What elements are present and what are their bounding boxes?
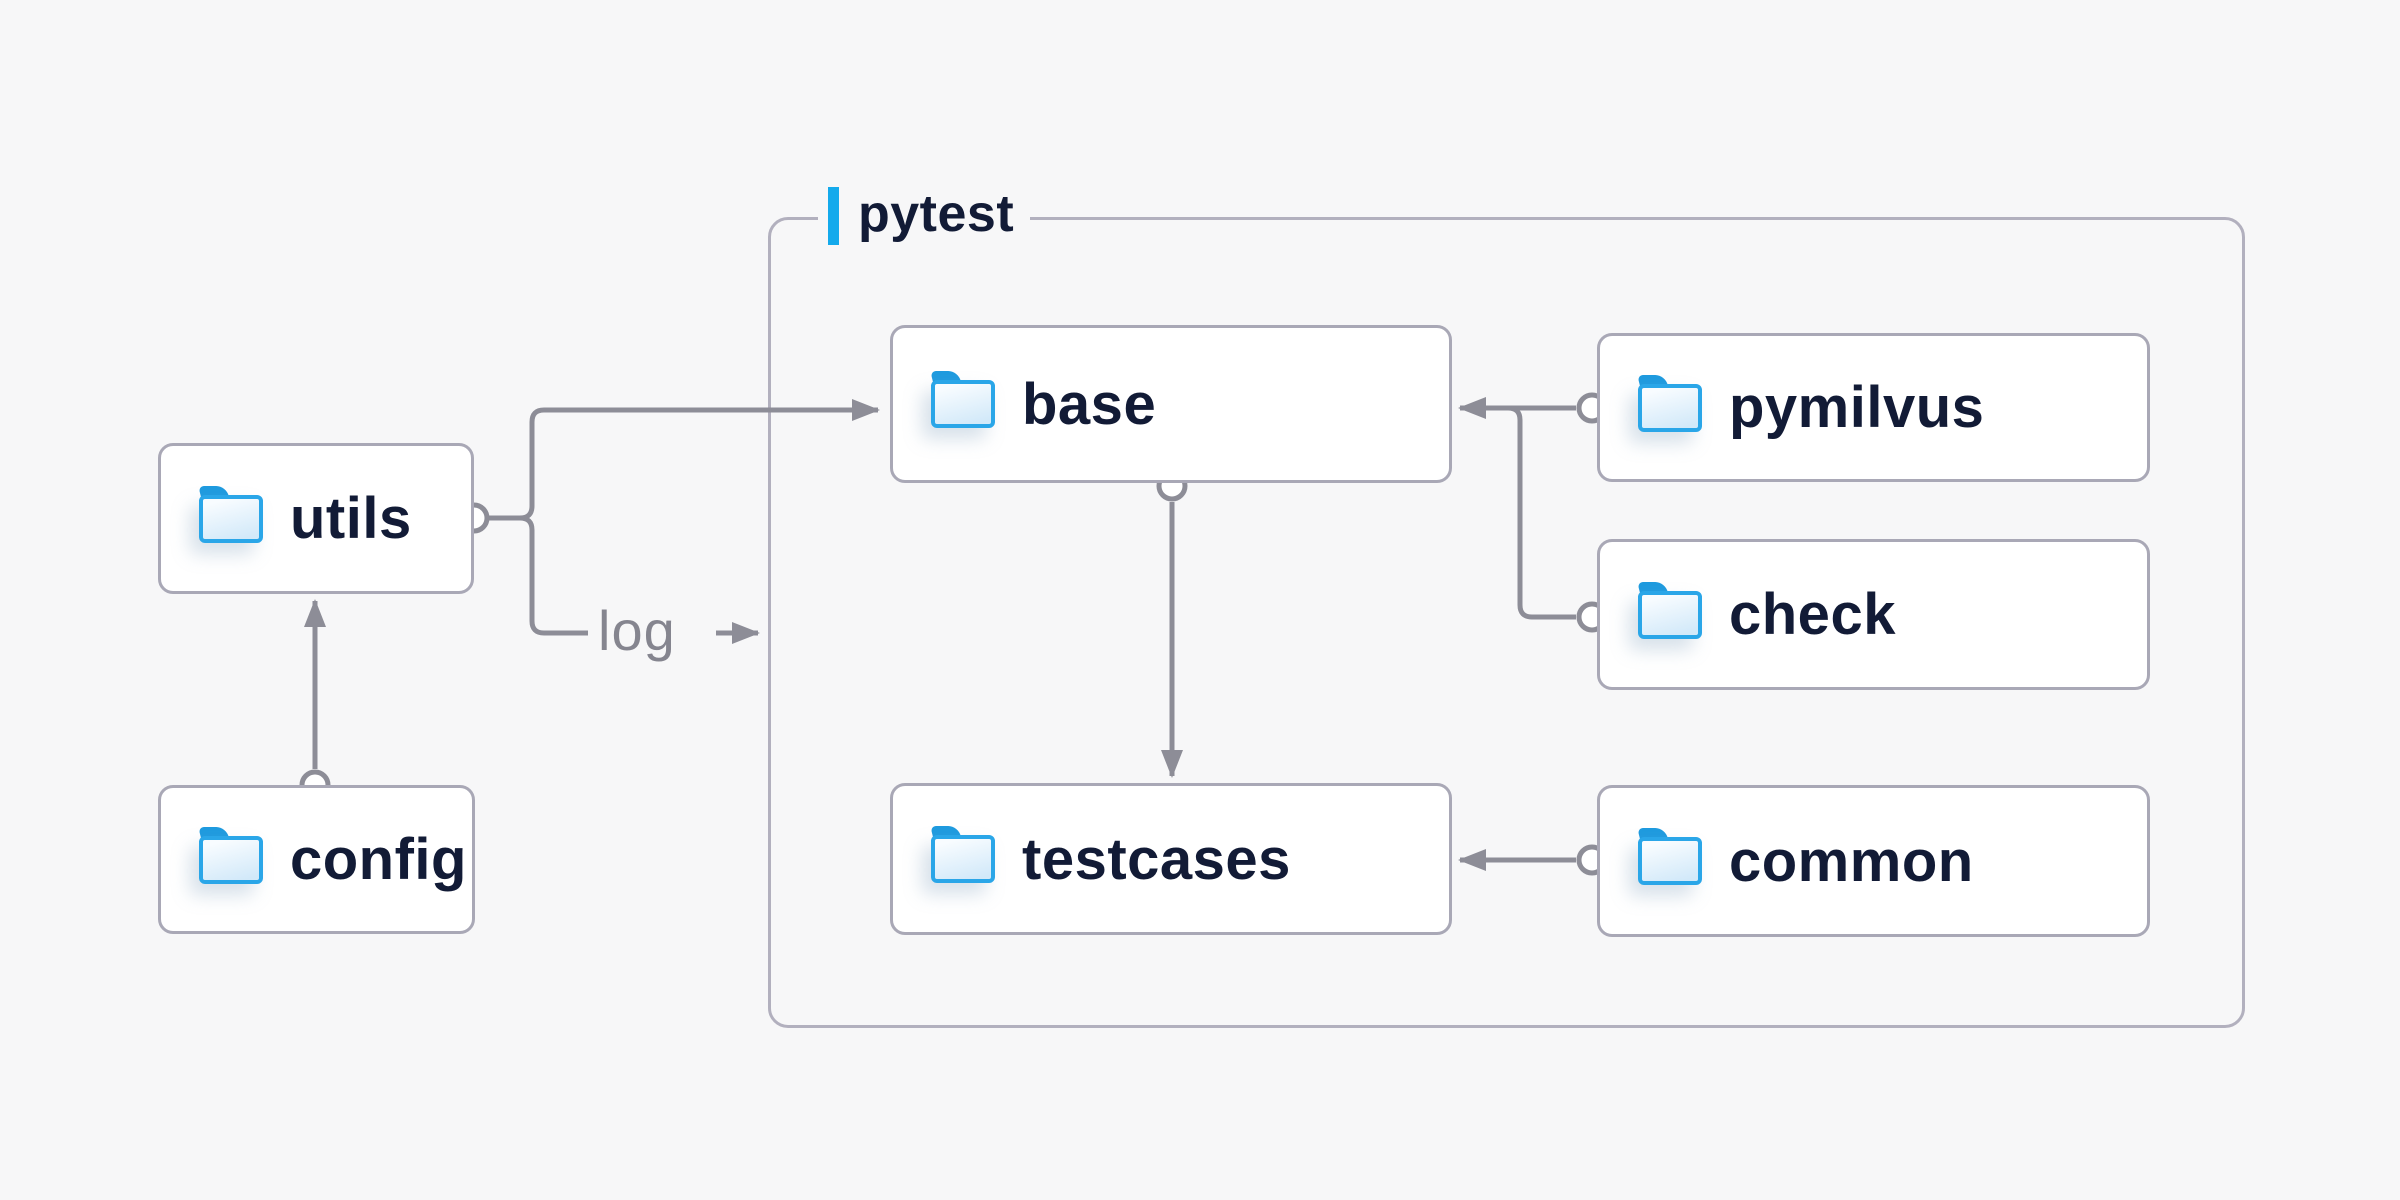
pytest-group-title: pytest: [858, 185, 1015, 243]
node-base: base: [890, 325, 1452, 483]
node-utils: utils: [158, 443, 474, 594]
accent-bar: [828, 187, 839, 245]
folder-icon: [198, 485, 263, 543]
node-config: config: [158, 785, 475, 934]
folder-icon: [1637, 828, 1702, 885]
folder-icon: [198, 826, 263, 884]
folder-icon: [930, 371, 995, 428]
node-label: pymilvus: [1729, 375, 1985, 440]
edge-label-log: log: [598, 598, 676, 662]
folder-icon: [1637, 374, 1702, 432]
node-label: check: [1729, 582, 1896, 647]
node-label: common: [1729, 828, 1974, 894]
node-label: utils: [290, 486, 412, 551]
node-label: base: [1022, 371, 1157, 437]
node-label: config: [290, 827, 467, 892]
pytest-group-label: pytest: [818, 185, 1031, 247]
node-testcases: testcases: [890, 783, 1452, 935]
node-pymilvus: pymilvus: [1597, 333, 2150, 482]
pytest-group-container: [768, 217, 2245, 1028]
folder-icon: [1637, 581, 1702, 639]
node-common: common: [1597, 785, 2150, 937]
folder-icon: [930, 826, 995, 883]
node-label: testcases: [1022, 826, 1291, 892]
edge-utils-log: [519, 515, 588, 636]
node-check: check: [1597, 539, 2150, 690]
